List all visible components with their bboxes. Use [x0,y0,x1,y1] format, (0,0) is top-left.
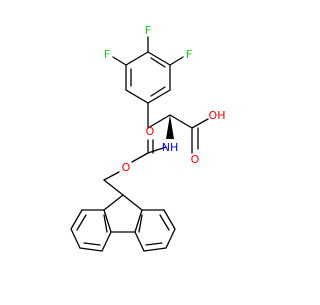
structure-canvas: F F F O OH NH O O [70,24,226,252]
fluorine-label-top: F [145,24,151,37]
trifluorophenyl-ring [125,51,171,104]
oxygen-label-carbamate-ester: O [122,161,131,174]
fluorine-label-right: F [186,48,192,61]
oxygen-label-acid-carbonyl: O [191,153,200,166]
nitrogen-label: NH [162,141,179,154]
stereo-wedge-bond [166,115,174,139]
fluorine-label-left: F [104,48,110,61]
fluorene-ring-system [70,194,176,252]
carbamate-bonds [103,139,167,196]
oxygen-label-carbamate-carbonyl: O [146,125,155,138]
side-chain [147,102,209,154]
chemical-structure: F F F O OH NH O O [70,24,226,252]
fluorine-bonds [112,36,184,66]
atom-labels: F F F O OH NH O O [104,24,226,174]
hydroxyl-label: OH [209,109,226,122]
